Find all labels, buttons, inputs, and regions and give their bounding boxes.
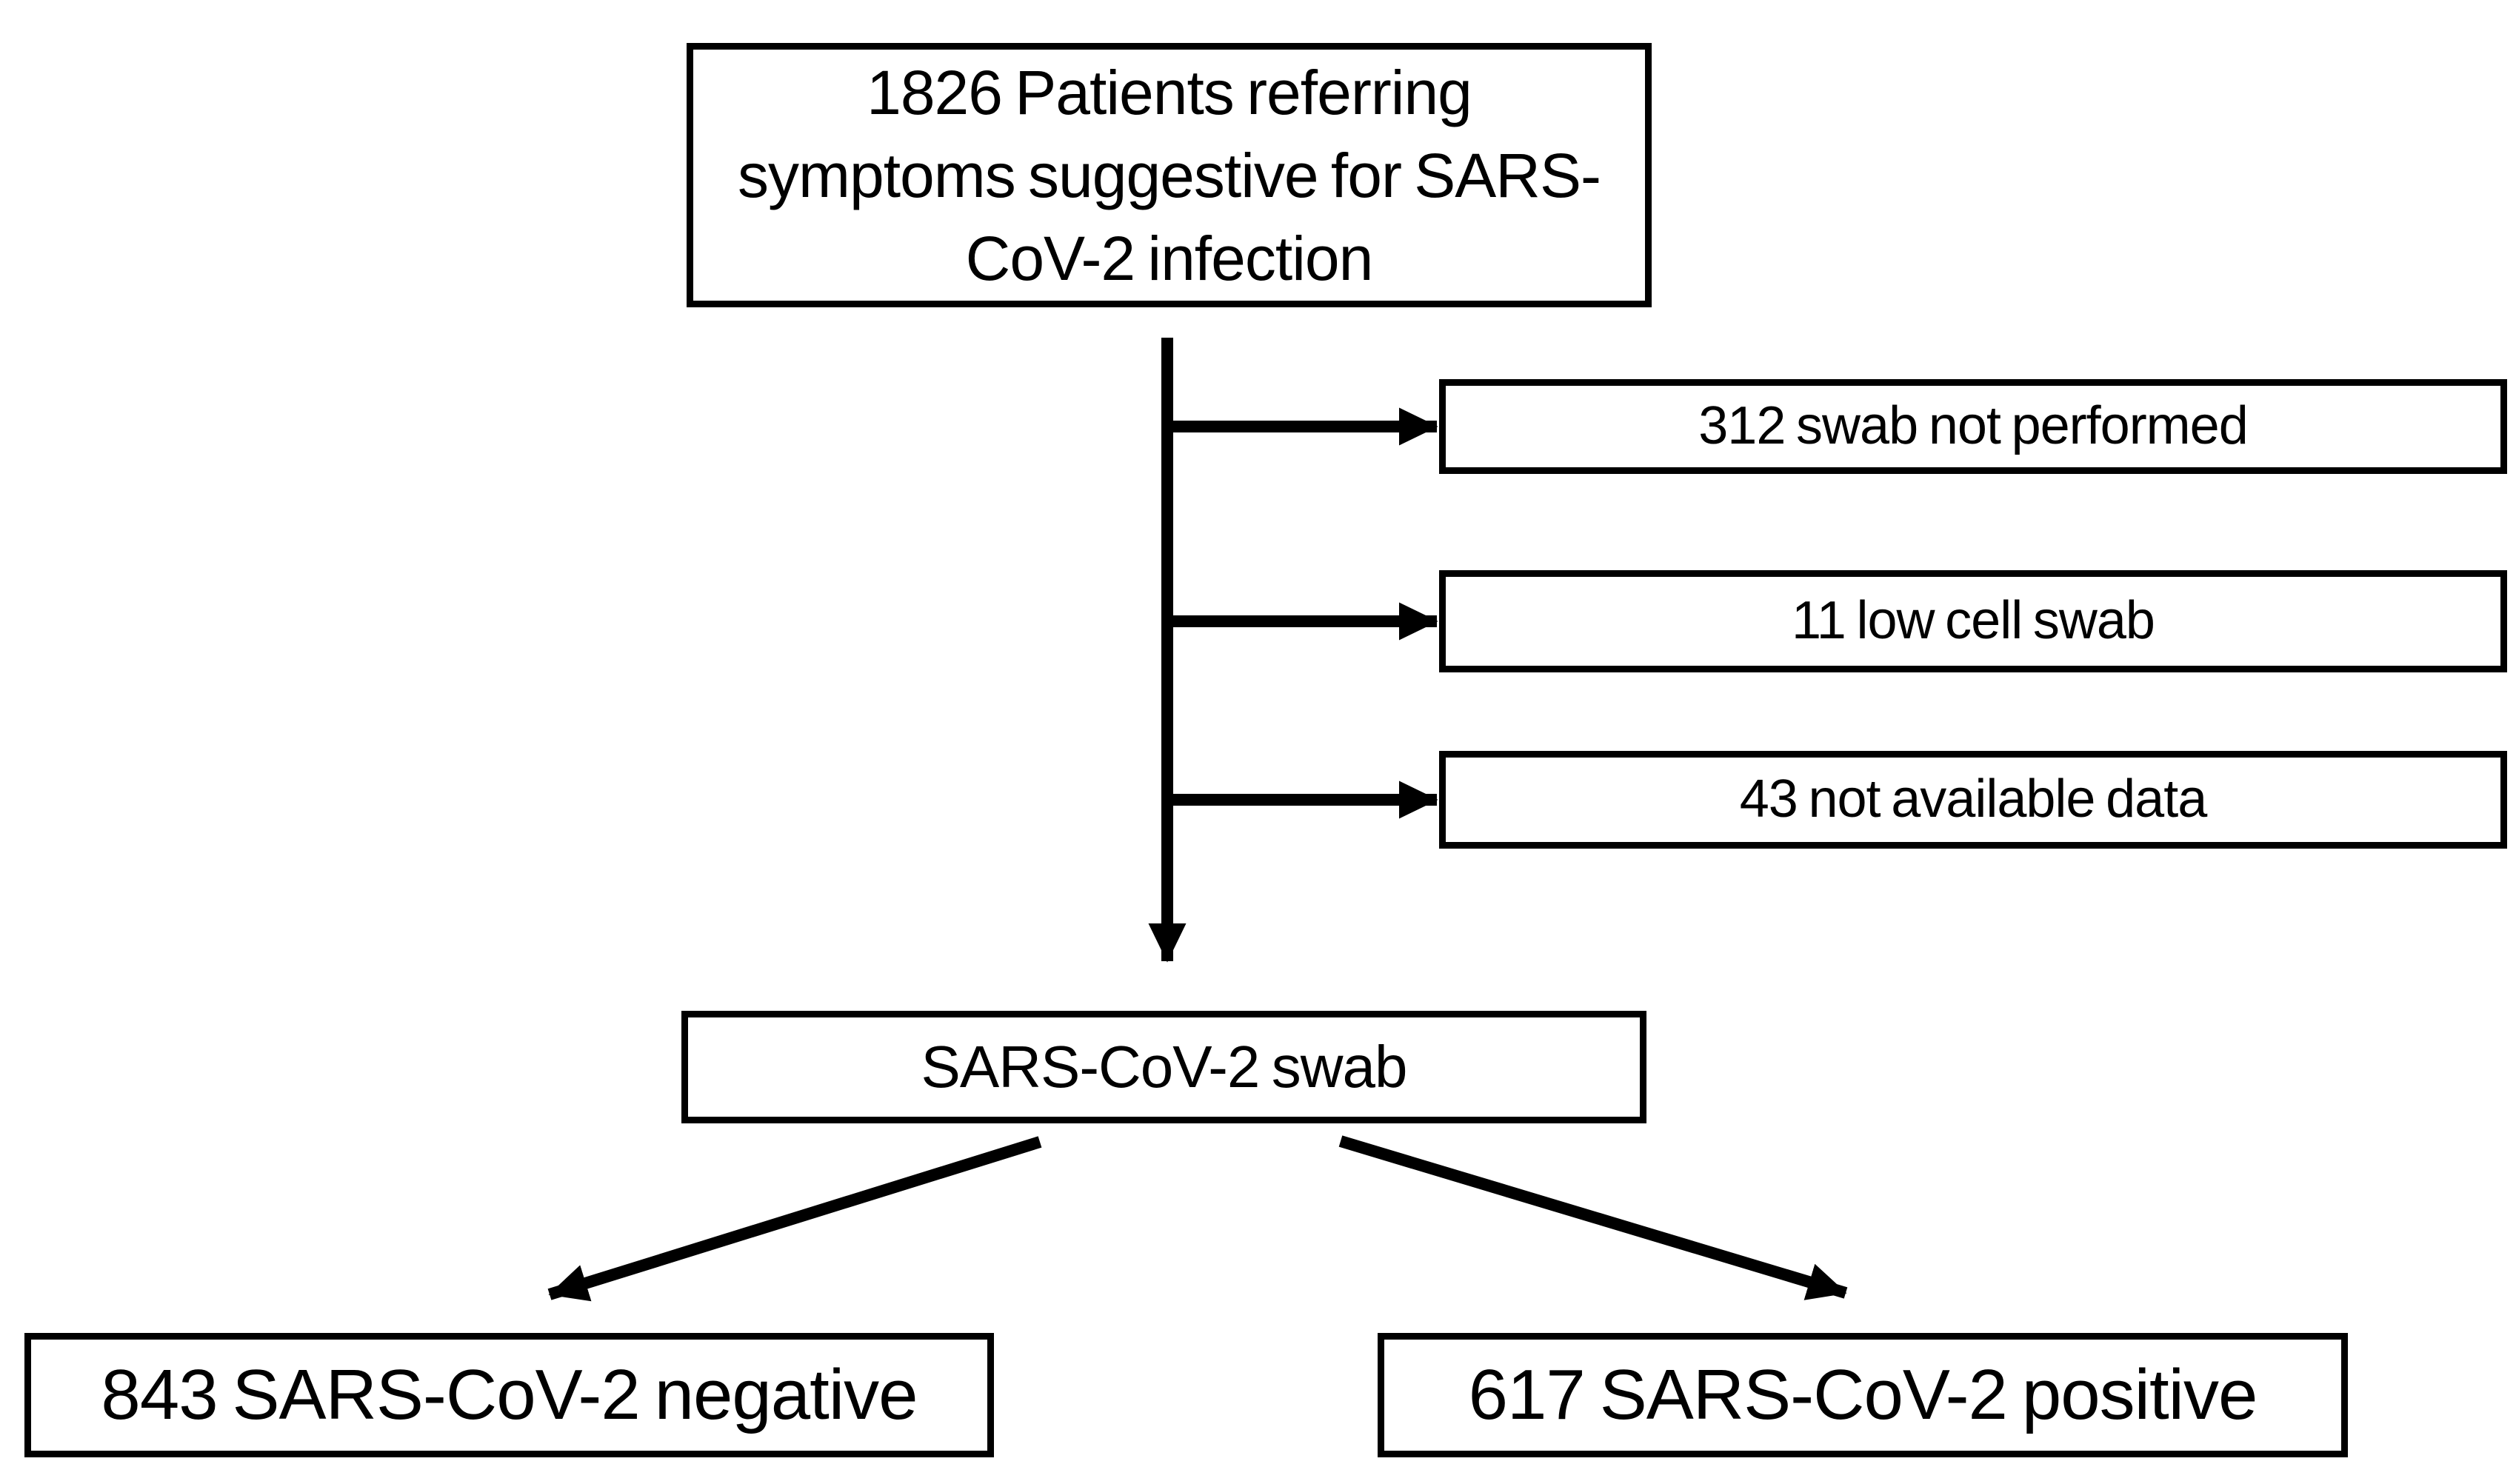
node-patients-line-2: symptoms suggestive for SARS- <box>738 140 1601 210</box>
node-sars-cov-2-negative: 843 SARS-CoV-2 negative <box>24 1333 994 1457</box>
diagonal-arrow-positive <box>1338 1135 1848 1300</box>
node-patients-referring: 1826 Patients referring symptoms suggest… <box>687 43 1652 307</box>
node-low-cell-swab-label: 11 low cell swab <box>1792 591 2155 651</box>
node-sars-cov-2-positive-label: 617 SARS-CoV-2 positive <box>1468 1354 2258 1434</box>
node-patients-line-1: 1826 Patients referring <box>867 57 1472 127</box>
node-not-available-data: 43 not available data <box>1439 751 2507 849</box>
node-not-available-data-label: 43 not available data <box>1739 769 2208 829</box>
node-low-cell-swab: 11 low cell swab <box>1439 570 2507 672</box>
node-sars-cov-2-swab: SARS-CoV-2 swab <box>681 1011 1646 1123</box>
node-patients-line-3: CoV-2 infection <box>965 223 1374 293</box>
node-sars-cov-2-negative-label: 843 SARS-CoV-2 negative <box>101 1354 918 1434</box>
node-swab-not-performed-label: 312 swab not performed <box>1698 396 2249 456</box>
diagonal-arrow-negative <box>547 1136 1042 1302</box>
node-sars-cov-2-swab-label: SARS-CoV-2 swab <box>921 1034 1407 1100</box>
node-sars-cov-2-positive: 617 SARS-CoV-2 positive <box>1378 1333 2348 1457</box>
node-swab-not-performed: 312 swab not performed <box>1439 379 2507 474</box>
